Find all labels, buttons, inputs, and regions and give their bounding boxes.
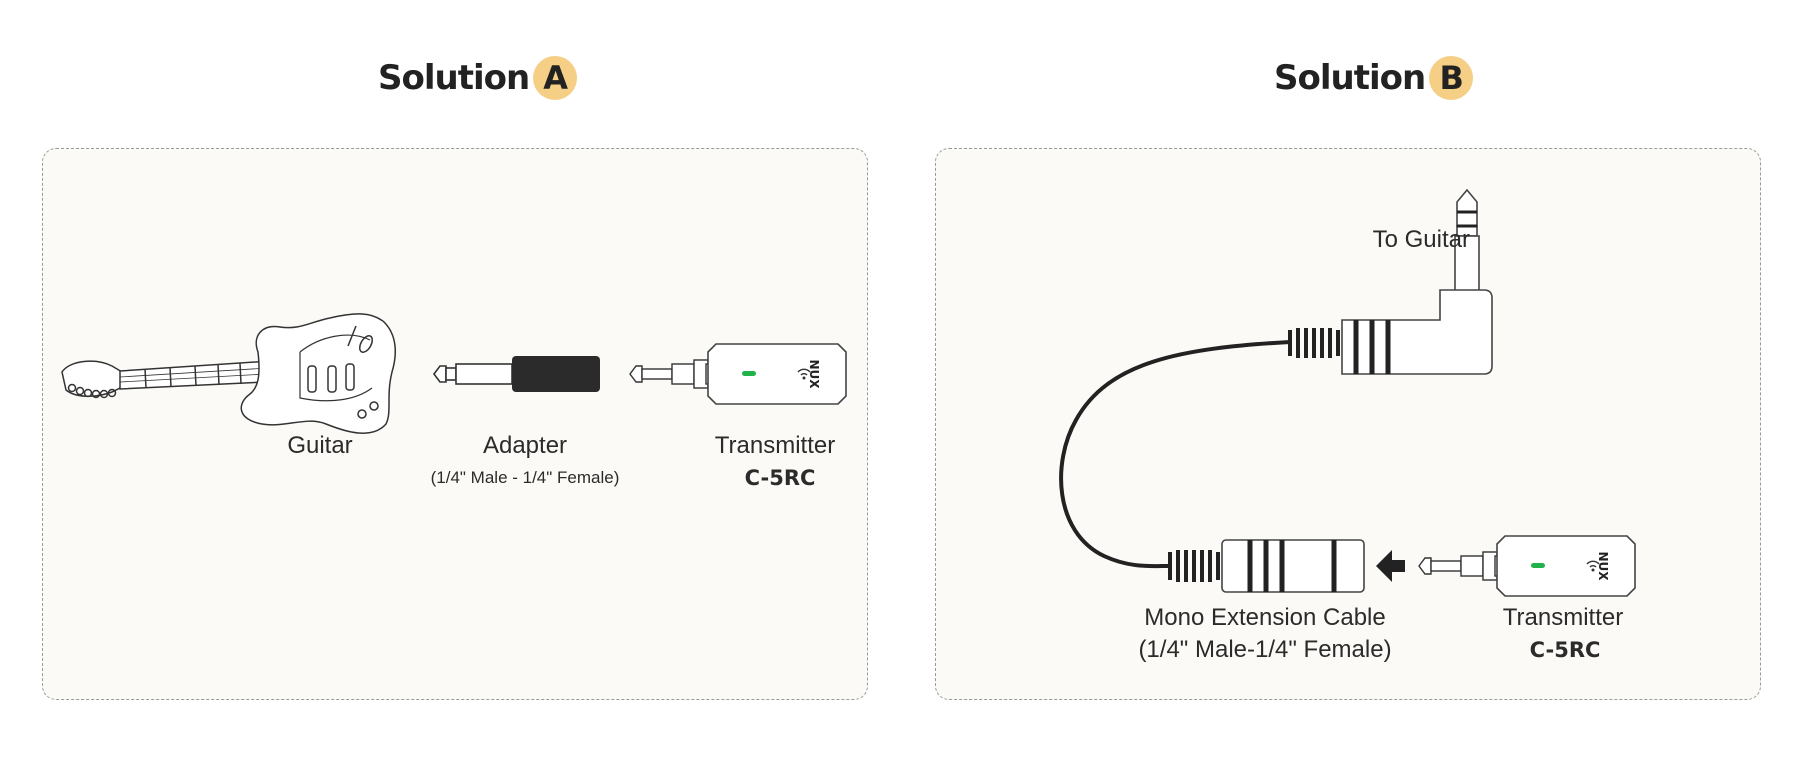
transmitter-icon-a: NUX	[629, 343, 847, 405]
extension-cable-icon	[1059, 320, 1391, 593]
transmitter-icon-b: NUX	[1418, 535, 1636, 597]
solution-a-heading: Solution A	[378, 50, 578, 106]
adapter-spec: (1/4" Male - 1/4" Female)	[430, 468, 620, 487]
transmitter-label-a: Transmitter	[714, 432, 836, 459]
solution-b-title: Solution	[1274, 58, 1426, 98]
solution-a-title: Solution	[378, 58, 530, 98]
solution-a-panel	[42, 148, 868, 700]
brand-logo-b: NUX	[1596, 551, 1610, 581]
solution-b-heading: Solution B	[1274, 50, 1474, 106]
plug-icon	[1341, 188, 1493, 375]
transmitter-model-a: C-5RC	[744, 466, 816, 490]
transmitter-model-b: C-5RC	[1529, 638, 1601, 662]
solution-b-badge: B	[1429, 56, 1474, 100]
guitar-label: Guitar	[287, 432, 353, 459]
arrow-left-icon	[1376, 550, 1405, 582]
transmitter-label-b: Transmitter	[1502, 604, 1624, 631]
adapter-icon	[433, 356, 600, 392]
extension-cable-spec: (1/4" Male-1/4" Female)	[1138, 636, 1392, 663]
to-guitar-label: To Guitar	[1372, 226, 1470, 253]
extension-cable-label: Mono Extension Cable	[1144, 604, 1386, 631]
brand-logo-a: NUX	[807, 359, 821, 389]
guitar-icon	[61, 313, 397, 434]
solution-a-badge: A	[533, 56, 578, 100]
adapter-label: Adapter	[482, 432, 568, 459]
